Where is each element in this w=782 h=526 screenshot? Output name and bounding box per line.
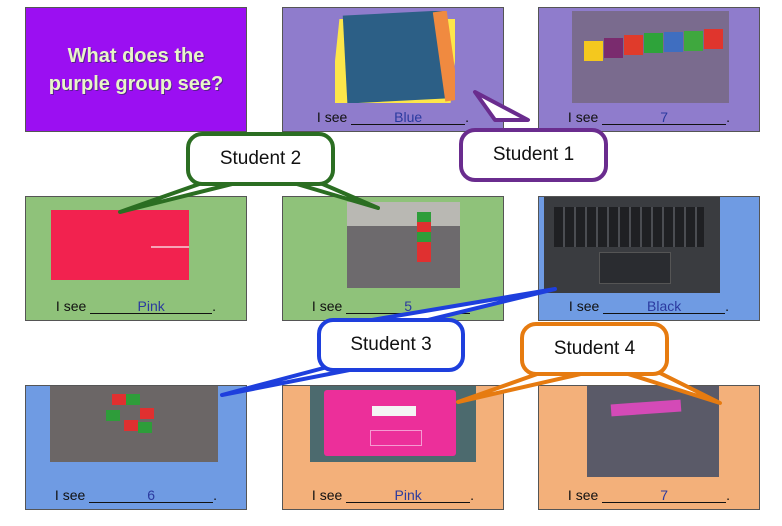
student-1-callout-tail (473, 90, 530, 122)
sentence-prefix: I see (311, 487, 343, 503)
sentence-prefix: I see (55, 298, 87, 314)
card-sentence: I see Pink. (311, 487, 475, 503)
card-5-stack: I see 5. (282, 196, 504, 321)
student-3-callout: Student 3 (317, 318, 465, 372)
student-2-callout: Student 2 (186, 132, 335, 186)
student-4-label: Student 4 (553, 338, 636, 359)
student-3-label: Student 3 (350, 334, 432, 355)
card-sentence: I see 6. (54, 487, 218, 503)
question-title: What does the purple group see? (48, 44, 224, 95)
card-sentence: I see Pink. (55, 298, 217, 314)
card-6-cubes: I see 6. (25, 385, 247, 510)
student-2-callout-tail (118, 180, 242, 214)
sentence-prefix: I see (54, 487, 86, 503)
student-4-callout: Student 4 (520, 322, 669, 376)
answer-blank: Blue (351, 110, 466, 125)
card-sentence: I see Blue. (316, 109, 470, 125)
answer-blank: Pink (90, 299, 213, 314)
card-pink-bin: I see Pink. (282, 385, 504, 510)
photo-cube-train (587, 386, 719, 477)
card-7-train: I see 7. (538, 385, 760, 510)
card-sentence: I see 7. (567, 487, 731, 503)
photo-pink-paper (51, 210, 189, 280)
answer-blank: Pink (346, 488, 471, 503)
photo-pink-bin (310, 386, 476, 462)
photo-cube-row (572, 11, 729, 103)
answer-blank: 7 (602, 488, 727, 503)
answer-blank: 6 (89, 488, 214, 503)
sentence-prefix: I see (316, 109, 348, 125)
student-4-callout-tail-right (623, 371, 722, 405)
student-1-label: Student 1 (492, 144, 575, 165)
sentence-prefix: I see (567, 109, 599, 125)
card-7-cubes: I see 7. (538, 7, 760, 132)
card-pink-paper: I see Pink. (25, 196, 247, 321)
student-2-label: Student 2 (219, 148, 302, 169)
photo-stacked-cubes (347, 202, 460, 288)
answer-blank: 7 (602, 110, 727, 125)
sentence-prefix: I see (568, 298, 600, 314)
photo-cubes-carpet (50, 386, 218, 462)
photo-laptop (544, 197, 720, 293)
student-1-callout: Student 1 (459, 128, 608, 182)
answer-blank: Black (603, 299, 726, 314)
sentence-prefix: I see (311, 298, 343, 314)
card-blue: I see Blue. (282, 7, 504, 132)
card-black-laptop: I see Black. (538, 196, 760, 321)
student-4-callout-tail (456, 371, 587, 404)
card-sentence: I see 7. (567, 109, 731, 125)
title-card: What does the purple group see? (25, 7, 247, 132)
sentence-prefix: I see (567, 487, 599, 503)
card-sentence: I see Black. (568, 298, 730, 314)
